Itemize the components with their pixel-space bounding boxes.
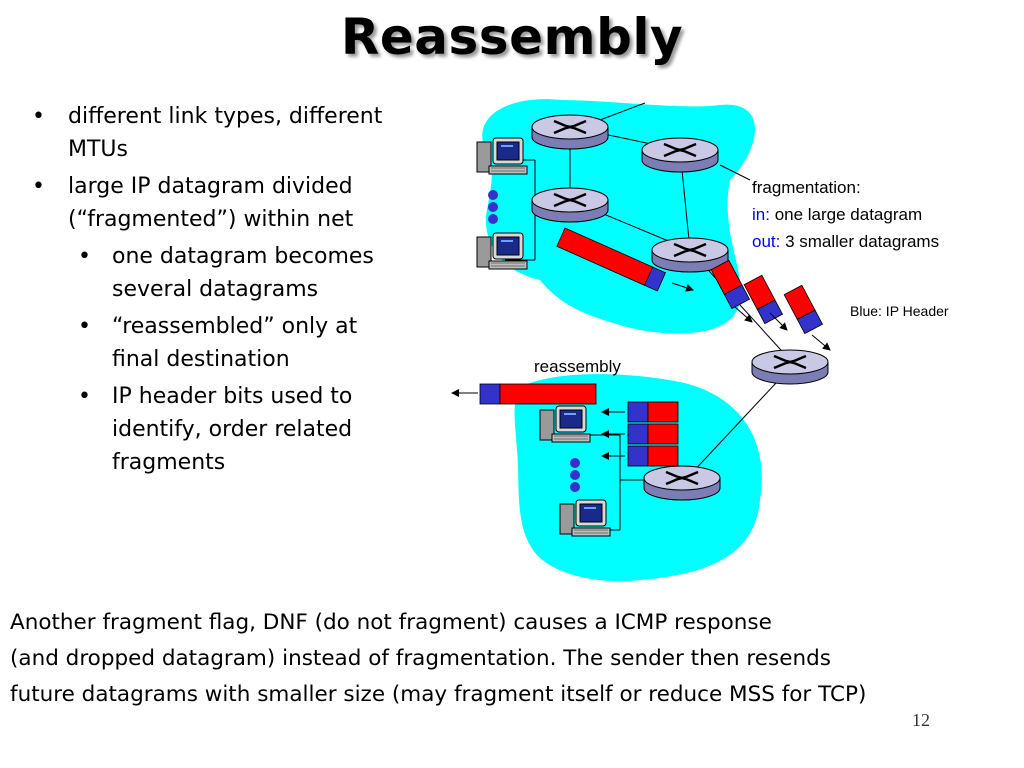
fragmentation-in: in: one large datagram — [752, 205, 922, 224]
large-datagram — [556, 227, 667, 292]
footer-line: future datagrams with smaller size (may … — [10, 682, 867, 707]
router-edge — [750, 348, 830, 386]
received-fragments — [627, 401, 679, 467]
footer-line: Another fragment flag, DNF (do not fragm… — [10, 610, 772, 635]
more-hosts-dots — [488, 190, 580, 492]
fragmentation-out: out: 3 smaller datagrams — [752, 232, 939, 251]
reassembled-datagram — [479, 383, 597, 405]
bullet-line: different link types, different — [68, 104, 383, 129]
page-number: 12 — [912, 710, 930, 730]
footer-paragraph: Another fragment flag, DNF (do not fragm… — [10, 605, 1015, 713]
header-note: Blue: IP Header — [850, 303, 949, 319]
bullet-line: one datagram becomes — [112, 244, 374, 269]
computer-icon — [476, 232, 528, 270]
footer-line: (and dropped datagram) instead of fragme… — [10, 646, 831, 671]
bullet-line: large IP datagram divided — [68, 174, 353, 199]
bullet-list: different link types, different MTUs lar… — [28, 100, 448, 483]
sub-bullet-several-datagrams: one datagram becomes several datagrams — [28, 240, 448, 306]
bullet-link-types: different link types, different MTUs — [28, 100, 448, 166]
computer-icon — [539, 405, 591, 443]
router-top-left — [530, 113, 610, 151]
bullet-line: MTUs — [68, 137, 128, 162]
network-cloud-upper — [482, 99, 755, 334]
reassembly-label: reassembly — [534, 357, 621, 376]
bullet-line: several datagrams — [112, 277, 319, 302]
computer-icon — [559, 499, 611, 537]
bullet-line: (“fragmented”) within net — [68, 207, 354, 232]
router-lower — [642, 464, 722, 502]
bullet-line: “reassembled” only at — [112, 314, 358, 339]
computer-icon — [476, 137, 528, 175]
sub-bullet-header-bits: IP header bits used to identify, order r… — [28, 380, 448, 479]
bullet-line: final destination — [112, 347, 290, 372]
fragment — [710, 259, 751, 310]
bullet-large-datagram: large IP datagram divided (“fragmented”)… — [28, 170, 448, 236]
bullet-line: IP header bits used to — [112, 384, 353, 409]
fragment — [743, 274, 784, 325]
fragment — [783, 284, 824, 335]
router-top-right — [640, 136, 720, 174]
fragmentation-label: fragmentation: — [752, 178, 861, 197]
sub-bullet-reassembled: “reassembled” only at final destination — [28, 310, 448, 376]
router-mid-left — [530, 186, 610, 224]
bullet-line: identify, order related — [112, 417, 353, 442]
slide-title: Reassembly — [340, 8, 684, 66]
bullet-line: fragments — [112, 450, 226, 475]
